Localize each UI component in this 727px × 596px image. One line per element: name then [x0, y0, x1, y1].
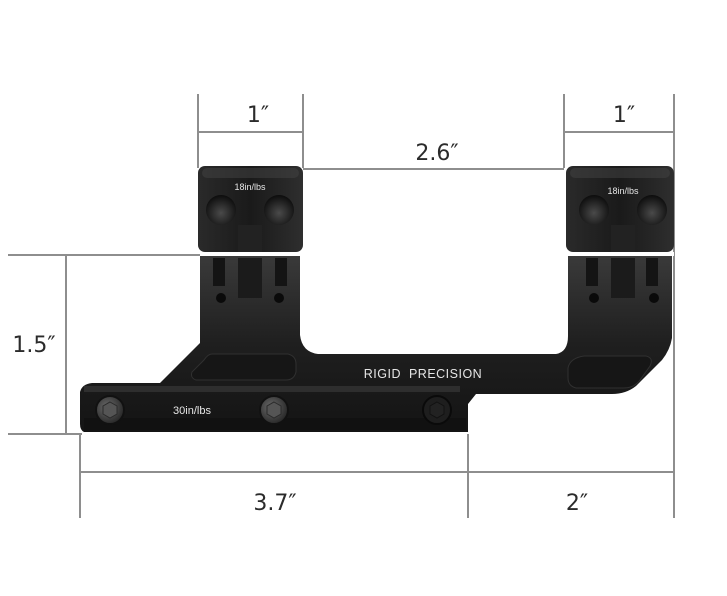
base-bolt-2: [259, 395, 289, 425]
left-ring-screw-hole-2: [264, 195, 294, 225]
right-ring-torque-label: 18in/lbs: [607, 186, 639, 196]
base-bolt-3: [422, 395, 452, 425]
dim-height: 1.5″: [12, 333, 55, 358]
mount-body: [80, 255, 672, 432]
dim-base-length: 3.7″: [253, 491, 296, 516]
left-ring-cap: [198, 166, 303, 252]
brand-engraving: RIGID PRECISION: [364, 367, 482, 381]
dim-cantilever-offset: 2″: [566, 491, 588, 516]
right-pocket: [567, 355, 652, 389]
left-pocket: [191, 353, 297, 381]
dimension-labels: 1″ 1″ 2.6″ 1.5″ 3.7″ 2″: [12, 103, 635, 516]
dim-ring-width-left: 1″: [247, 103, 269, 128]
dimension-lines: [8, 94, 675, 518]
left-ring-torque-label: 18in/lbs: [234, 182, 266, 192]
scope-mount: 18in/lbs 18in/lbs 30in/lbs RIGID PRECISI…: [80, 166, 674, 432]
right-ring-screw-hole-1: [579, 195, 609, 225]
dim-ring-width-right: 1″: [613, 103, 635, 128]
right-ring-cap: [566, 166, 674, 252]
dim-ring-spacing: 2.6″: [415, 141, 458, 166]
left-ring-screw-hole-1: [206, 195, 236, 225]
base-bolt-1: [95, 395, 125, 425]
right-ring-bolt-1: [589, 293, 599, 303]
left-ring-bolt-1: [216, 293, 226, 303]
right-ring-screw-hole-2: [637, 195, 667, 225]
base-torque-label: 30in/lbs: [173, 405, 211, 417]
left-ring-bolt-2: [274, 293, 284, 303]
right-ring-bolt-2: [649, 293, 659, 303]
